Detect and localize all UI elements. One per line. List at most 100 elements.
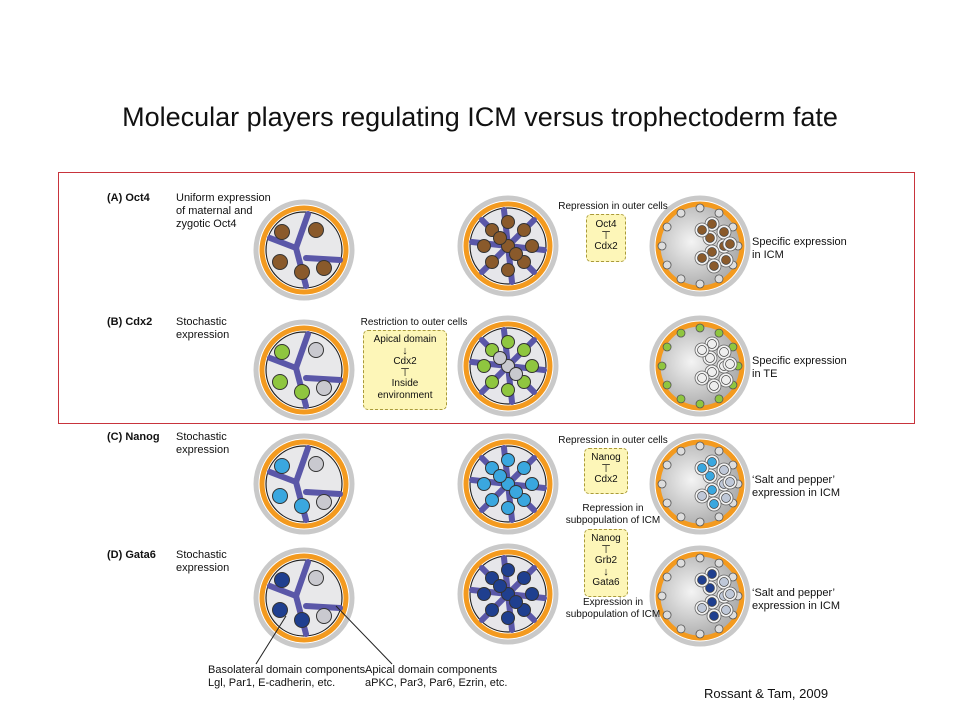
row-d-embryo-1-nucleus <box>294 612 310 628</box>
row-b-embryo-3-te-nucleus <box>695 323 705 333</box>
row-b-embryo-2-nucleus <box>517 343 531 357</box>
row-b-embryo-3-te-nucleus <box>662 380 672 390</box>
row-b-embryo-3-te-nucleus <box>695 399 705 409</box>
row-b-embryo-3-icm-nucleus <box>697 373 707 383</box>
row-a-box-line2: Cdx2 <box>594 241 618 252</box>
row-d-embryo-1-membrane <box>267 583 299 599</box>
row-d-embryo-3-icm-nucleus <box>705 583 715 593</box>
row-c-embryo-2-nucleus <box>493 469 507 483</box>
row-d-embryo-3-te-nucleus <box>676 558 686 568</box>
row-b-embryo-3-icm-nucleus <box>697 345 707 355</box>
row-b-embryo-1-membrane <box>293 331 311 371</box>
row-a-embryo-1-membrane <box>303 255 343 263</box>
row-a-embryo-2-nucleus <box>493 231 507 245</box>
row-d-embryo-3-te-nucleus <box>662 572 672 582</box>
row-b-embryo-3-te-nucleus <box>714 394 724 404</box>
row-c-embryo-1-nucleus <box>316 494 332 510</box>
row-d-embryo-3-icm-nucleus <box>697 575 707 585</box>
row-a-embryo-3-icm-nucleus <box>705 233 715 243</box>
row-c-embryo-1-membrane <box>303 489 343 497</box>
row-c-embryo-3-te-nucleus <box>657 479 667 489</box>
row-c-embryo-3-icm-nucleus <box>707 485 717 495</box>
row-c-box-caption: Repression in outer cells <box>558 435 668 446</box>
row-d-embryo-1-nucleus <box>272 602 288 618</box>
row-b-embryo-2-nucleus <box>493 351 507 365</box>
row-d-embryo-3-icm-nucleus <box>707 597 717 607</box>
row-b-embryo-3-icm-nucleus <box>719 347 729 357</box>
row-d-embryo-3-icm-nucleus <box>709 611 719 621</box>
row-b-embryo-3-te-nucleus <box>676 394 686 404</box>
row-a-embryo-3-icm-nucleus <box>709 261 719 271</box>
row-a-box-line1: Oct4 <box>595 219 617 230</box>
row-c-result: ‘Salt and pepper’ expression in ICM <box>752 474 841 499</box>
row-c-embryo-1-nucleus <box>272 488 288 504</box>
row-d-embryo-2-nucleus <box>501 563 515 577</box>
row-d-desc: Stochastic expression <box>176 549 230 574</box>
row-d-embryo-1-membrane <box>293 559 311 599</box>
row-c-embryo-2-nucleus <box>501 501 515 515</box>
row-a-embryo-3-icm-nucleus <box>719 227 729 237</box>
row-c-embryo-3-icm-nucleus <box>709 499 719 509</box>
row-b-box-line3: Inside environment <box>377 378 433 401</box>
row-b-desc: Stochastic expression <box>176 316 230 341</box>
row-d-result: ‘Salt and pepper’ expression in ICM <box>752 587 841 612</box>
row-b-embryo-3-icm-nucleus <box>721 375 731 385</box>
page-title: Molecular players regulating ICM versus … <box>122 102 838 132</box>
row-a-embryo-1-nucleus <box>272 254 288 270</box>
row-c-desc: Stochastic expression <box>176 431 230 456</box>
row-c-embryo-2-nucleus <box>501 453 515 467</box>
apical-annotation: Apical domain components aPKC, Par3, Par… <box>365 664 508 689</box>
row-d-embryo-2-nucleus <box>493 579 507 593</box>
row-a-embryo-2-nucleus <box>525 239 539 253</box>
row-c-embryo-2-nucleus <box>517 461 531 475</box>
row-c-embryo-3-te-nucleus <box>695 517 705 527</box>
row-a-embryo-3-icm-nucleus <box>707 247 717 257</box>
row-b-embryo-3-icm-nucleus <box>709 381 719 391</box>
row-d-embryo-3-te-nucleus <box>714 558 724 568</box>
row-c-embryo-1-membrane <box>267 469 299 485</box>
row-a-embryo-3-icm-nucleus <box>707 219 717 229</box>
row-b-embryo-2-nucleus <box>509 367 523 381</box>
row-c-embryo-3-te-nucleus <box>714 512 724 522</box>
row-c-embryo-2-nucleus <box>477 477 491 491</box>
basolateral-pointer <box>255 615 287 665</box>
row-a-embryo-3-icm-nucleus <box>725 239 735 249</box>
row-c-embryo-1-membrane <box>293 445 311 485</box>
row-d-label: (D) Gata6 <box>107 549 156 561</box>
row-d-embryo-2-nucleus <box>501 611 515 625</box>
row-b-embryo-2-nucleus <box>485 375 499 389</box>
row-b-box-caption: Restriction to outer cells <box>360 317 468 328</box>
row-b-embryo-1-membrane <box>267 355 299 371</box>
row-a-embryo-2-nucleus <box>517 223 531 237</box>
row-a-embryo-1-nucleus <box>316 260 332 276</box>
row-c-box-line2: Cdx2 <box>594 474 618 485</box>
row-c-embryo-3-te-nucleus <box>695 441 705 451</box>
row-c-embryo-3-icm-nucleus <box>707 457 717 467</box>
repression-symbol: ⊤ <box>601 463 611 475</box>
row-a-embryo-3-te-nucleus <box>695 279 705 289</box>
row-b-embryo-2-nucleus <box>501 383 515 397</box>
row-d-embryo-3-icm-nucleus <box>725 589 735 599</box>
row-d-box-caption-bottom: Expression in subpopulation of ICM <box>565 597 661 620</box>
row-a-embryo-2-nucleus <box>477 239 491 253</box>
row-d-embryo-2-nucleus <box>509 595 523 609</box>
row-d-embryo-2-nucleus <box>525 587 539 601</box>
row-d-box-line2: Grb2 <box>594 555 618 566</box>
row-b-embryo-3-icm-nucleus <box>725 359 735 369</box>
row-d-embryo-3-icm-nucleus <box>707 569 717 579</box>
activation-arrow: ↓ <box>402 345 408 357</box>
row-a-embryo-3-te-nucleus <box>657 241 667 251</box>
row-a-embryo-1-membrane <box>267 235 299 251</box>
row-c-embryo-2-nucleus <box>525 477 539 491</box>
row-b-embryo-3-icm-nucleus <box>705 353 715 363</box>
row-c-embryo-3-icm-nucleus <box>719 465 729 475</box>
row-c-label: (C) Nanog <box>107 431 160 443</box>
row-b-embryo-2-nucleus <box>525 359 539 373</box>
repression-symbol: ⊤ <box>601 544 611 556</box>
row-b-embryo-3-te-nucleus <box>657 361 667 371</box>
row-b-embryo-3-te-nucleus <box>714 328 724 338</box>
basolateral-annotation: Basolateral domain components Lgl, Par1,… <box>208 664 366 689</box>
row-a-label: (A) Oct4 <box>107 192 150 204</box>
row-a-embryo-3-icm-nucleus <box>721 255 731 265</box>
row-b-embryo-1-nucleus <box>316 380 332 396</box>
